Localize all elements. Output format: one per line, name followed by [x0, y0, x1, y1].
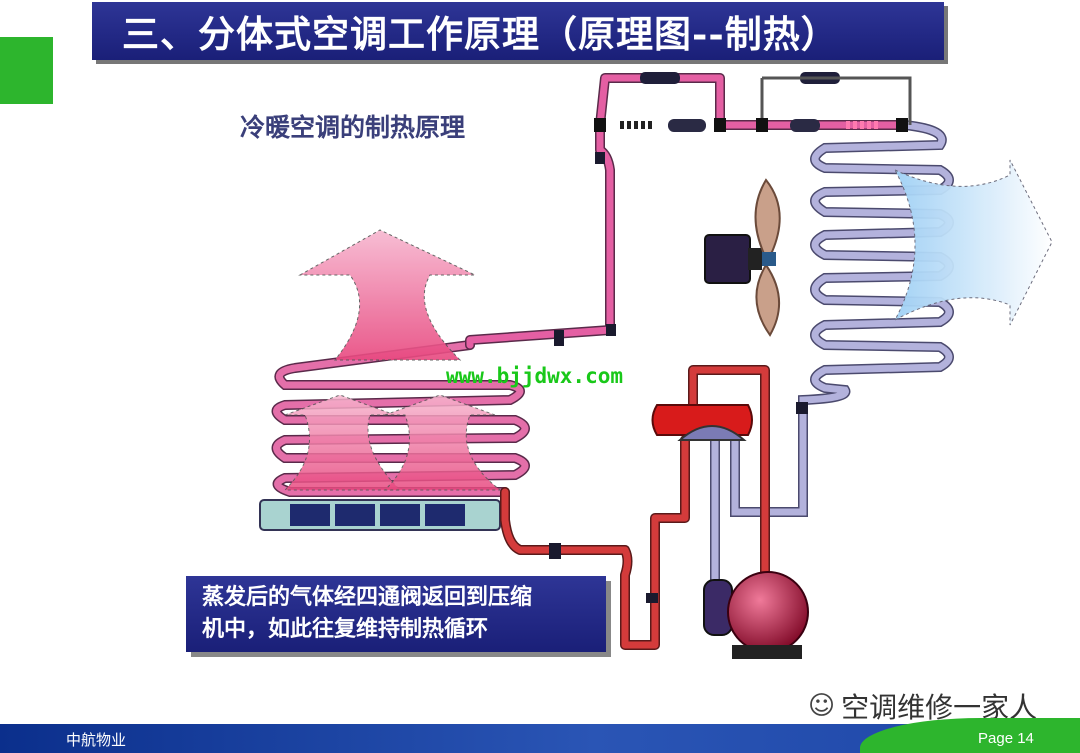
green-side-tab: [0, 37, 53, 104]
diagram-subtitle: 冷暖空调的制热原理: [240, 113, 466, 142]
footer-org: 中航物业: [66, 731, 127, 749]
explanation-note: 蒸发后的气体经四通阀返回到压缩 机中，如此往复维持制热循环: [186, 576, 606, 652]
valve-assembly: [594, 72, 912, 132]
indoor-grille: [259, 499, 501, 531]
note-line-1: 蒸发后的气体经四通阀返回到压缩: [202, 585, 533, 610]
page-number: Page 14: [978, 730, 1034, 747]
page-title: 三、分体式空调工作原理（原理图--制热）: [122, 12, 839, 56]
outdoor-airflow-arrow: [893, 159, 1053, 326]
footer-bar: 中航物业 Page 14: [0, 718, 1080, 753]
note-line-2: 机中，如此往复维持制热循环: [202, 617, 489, 642]
outdoor-fan: [704, 178, 781, 337]
four-way-valve: [651, 404, 753, 441]
watermark-url: www.bjjdwx.com: [446, 364, 624, 388]
wechat-icon: ☺: [808, 691, 836, 721]
compressor-lines: [500, 365, 770, 650]
brand-watermark: ☺ 空调维修一家人: [808, 686, 1037, 726]
compressor: [703, 571, 809, 659]
title-banner: 三、分体式空调工作原理（原理图--制热）: [92, 2, 944, 60]
hot-air-arrows: [283, 229, 502, 491]
footer-corner-accent: [860, 718, 1080, 753]
pipe-joints: [549, 152, 808, 603]
indoor-coil-inner: [273, 341, 529, 496]
hot-gas-line: [465, 73, 910, 350]
